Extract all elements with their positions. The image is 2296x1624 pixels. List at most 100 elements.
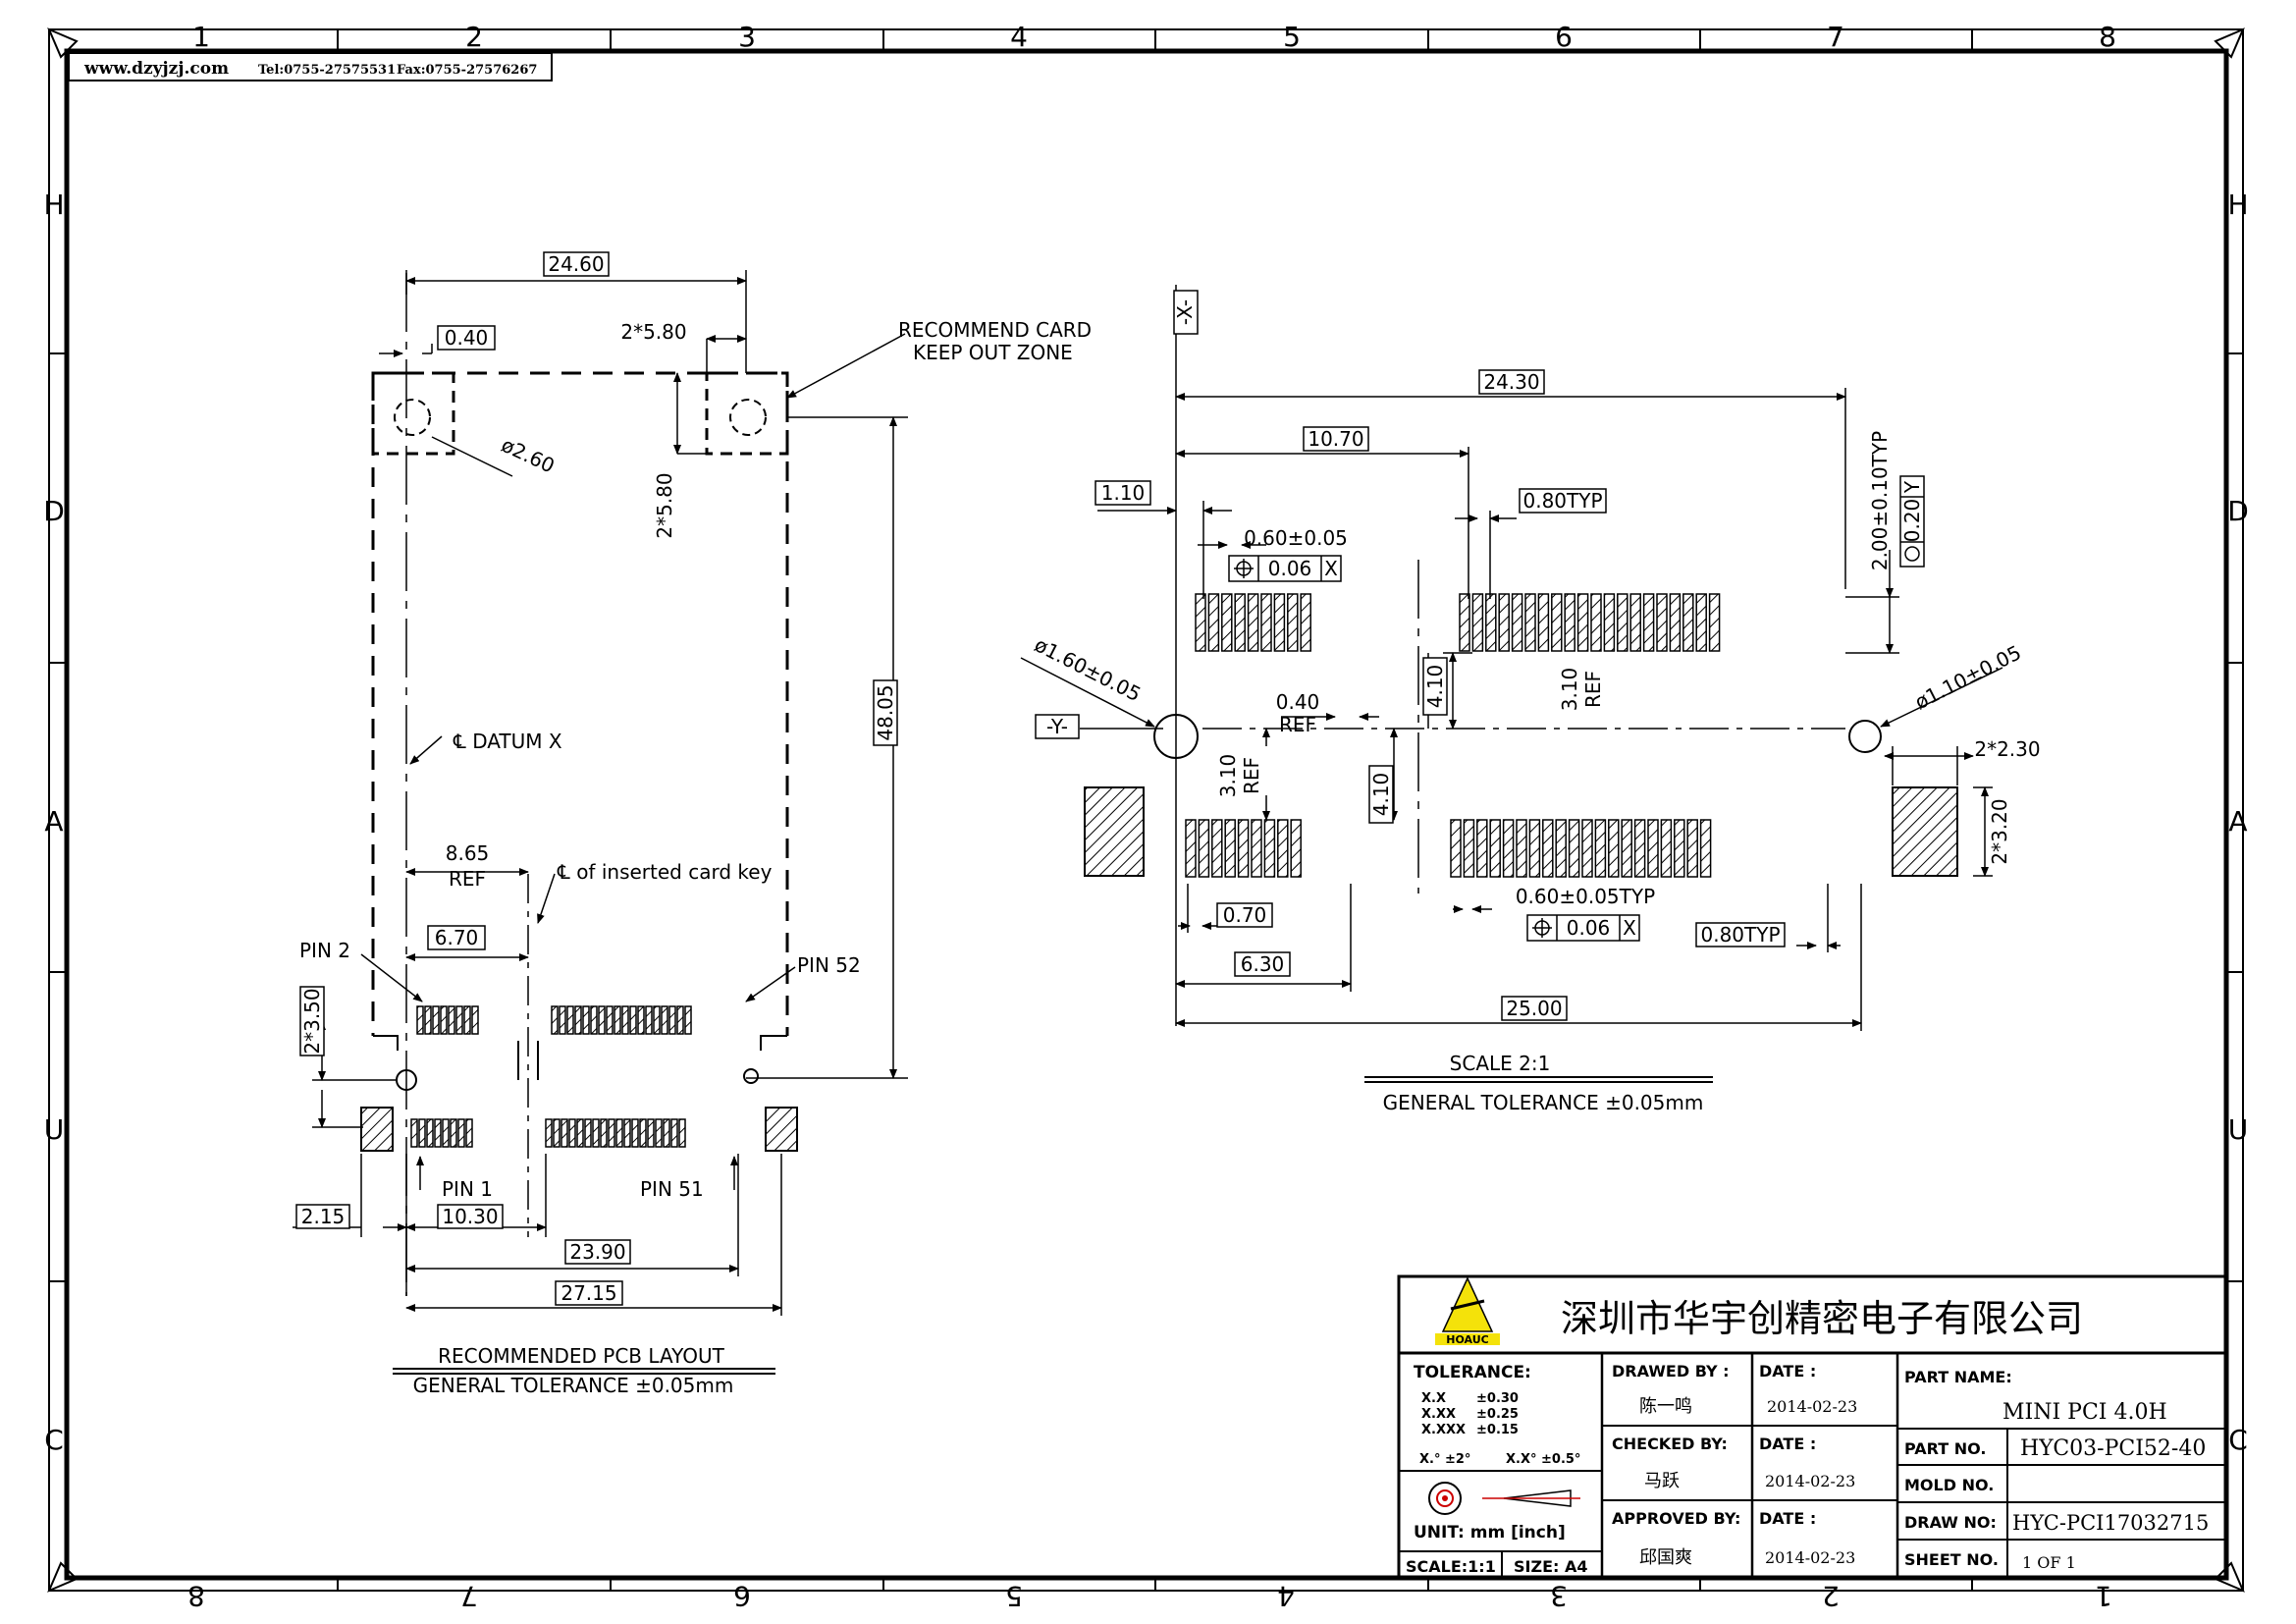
keep-out-corner-right [705, 371, 789, 456]
detail-view-labels: -X- -Y- 24.30 10.70 1.10 0.80TYP 0.60±0.… [1031, 290, 2041, 1114]
draw-no-value: HYC-PCI17032715 [2012, 1511, 2209, 1535]
dim-8-65-ref: REF [449, 867, 486, 891]
detail-pad-lower-left [1211, 819, 1223, 878]
date-2: 2014-02-23 [1765, 1472, 1855, 1490]
dim-24-60: 24.60 [548, 252, 604, 276]
draw-no-label: DRAW NO: [1904, 1513, 1997, 1532]
detail-pad-lower-right [1699, 819, 1712, 878]
pcb-pad-top [440, 1005, 448, 1035]
detail-pad-lower-right [1608, 819, 1620, 878]
pcb-pad-bottom [670, 1118, 678, 1148]
fcf-v-value: 0.20 [1900, 499, 1924, 543]
fcf-top-datum: X [1324, 557, 1338, 580]
detail-pad-upper-right [1459, 593, 1470, 652]
datum-y-tag: -Y- [1046, 715, 1068, 738]
pcb-pad-top [455, 1005, 463, 1035]
fcf-bottom-datum: X [1623, 916, 1636, 940]
zone-top-2: 2 [465, 21, 483, 53]
detail-pad-upper-left [1195, 593, 1206, 652]
checked-by-label: CHECKED BY: [1612, 1435, 1728, 1453]
pcb-pad-bottom [426, 1118, 434, 1148]
dim-2-00-typ: 2.00±0.10TYP [1868, 431, 1892, 570]
keep-out-corner-left [371, 371, 455, 456]
pcb-pad-top [621, 1005, 629, 1035]
pcb-pad-bottom [457, 1118, 465, 1148]
approved-by-label: APPROVED BY: [1612, 1509, 1740, 1528]
zone-left-d: D [43, 495, 65, 527]
size-label: SIZE: A4 [1514, 1557, 1588, 1576]
detail-pad-lower-left [1224, 819, 1236, 878]
detail-pad-upper-right [1524, 593, 1536, 652]
tol-row-3-val: ±0.15 [1476, 1423, 1519, 1437]
zone-bottom-7: 7 [460, 1580, 478, 1612]
pcb-pad-bottom [600, 1118, 608, 1148]
dim-0-80typ-top: 0.80TYP [1522, 489, 1602, 513]
pcb-pad-bottom [418, 1118, 426, 1148]
scale-label: SCALE:1:1 [1406, 1557, 1496, 1576]
detail-pad-lower-left [1277, 819, 1289, 878]
detail-pad-lower-left [1198, 819, 1210, 878]
pcb-dimension-lines [293, 270, 908, 1316]
pcb-pad-bottom [410, 1118, 418, 1148]
pcb-pad-bottom [663, 1118, 670, 1148]
zone-bottom-6: 6 [733, 1580, 751, 1612]
detail-pad-lower-right [1555, 819, 1567, 878]
dim-6-30: 6.30 [1241, 952, 1285, 976]
tol-row-2-val: ±0.25 [1476, 1407, 1519, 1422]
detail-pad-upper-left [1234, 593, 1246, 652]
detail-pad-upper-right [1617, 593, 1629, 652]
detail-pad-upper-right [1708, 593, 1721, 652]
pcb-pad-top [566, 1005, 574, 1035]
detail-pad-lower-right [1647, 819, 1659, 878]
pcb-pad-top [645, 1005, 653, 1035]
zone-top-5: 5 [1283, 21, 1301, 53]
date-label-3: DATE : [1759, 1509, 1816, 1528]
dim-1-10: 1.10 [1101, 481, 1146, 505]
dim-2x3-50: 2*3.50 [300, 988, 324, 1054]
detail-pad-upper-left [1247, 593, 1259, 652]
dim-24-30: 24.30 [1483, 370, 1539, 394]
pcb-pad-top [582, 1005, 590, 1035]
pcb-pad-bottom [615, 1118, 623, 1148]
detail-view [1020, 285, 2003, 1031]
pcb-pad-top [424, 1005, 432, 1035]
pcb-pad-top [614, 1005, 621, 1035]
detail-pad-lower-left [1237, 819, 1250, 878]
part-no-label: PART NO. [1904, 1439, 1986, 1458]
pcb-pad-rows [410, 1005, 692, 1148]
tol-row-1-val: ±0.30 [1476, 1391, 1519, 1406]
projection-symbol-icon [1428, 1482, 1580, 1515]
detail-pad-upper-right [1682, 593, 1694, 652]
zone-left-h: H [43, 189, 64, 221]
zone-top-3: 3 [738, 21, 756, 53]
dim-4-10-upper: 4.10 [1423, 665, 1447, 709]
detail-pad-upper-right [1537, 593, 1550, 652]
hatched-pad-right [1892, 786, 1958, 877]
zone-bottom-8: 8 [187, 1580, 205, 1612]
date-1: 2014-02-23 [1767, 1397, 1857, 1416]
dim-2x5-80-top: 2*5.80 [620, 320, 686, 344]
sheet-no-label: SHEET NO. [1904, 1550, 1999, 1569]
dim-0-60-top: 0.60±0.05 [1244, 526, 1348, 550]
dim-2-15: 2.15 [301, 1205, 346, 1228]
pcb-pad-top [416, 1005, 424, 1035]
pcb-pad-bottom [450, 1118, 457, 1148]
detail-pad-lower-right [1594, 819, 1607, 878]
zone-left-u: U [44, 1113, 65, 1146]
detail-pad-upper-right [1564, 593, 1575, 652]
dim-3-10-center-ref: REF [1581, 671, 1605, 708]
datum-x-tag: -X- [1173, 299, 1197, 325]
detail-pad-upper-left [1300, 593, 1311, 652]
keep-out-label-2: KEEP OUT ZONE [913, 341, 1073, 364]
pin-51-label: PIN 51 [640, 1177, 704, 1201]
via-right [743, 1068, 759, 1084]
side-pad-right [765, 1107, 798, 1152]
detail-pad-lower-right [1528, 819, 1541, 878]
zone-top-8: 8 [2099, 21, 2116, 53]
inner-border [64, 48, 2229, 1581]
date-label-1: DATE : [1759, 1362, 1816, 1380]
zone-left-c: C [44, 1424, 64, 1456]
website-tel: Tel:0755-27575531 [258, 63, 396, 78]
pcb-layout-tolerance: GENERAL TOLERANCE ±0.05mm [413, 1374, 734, 1397]
